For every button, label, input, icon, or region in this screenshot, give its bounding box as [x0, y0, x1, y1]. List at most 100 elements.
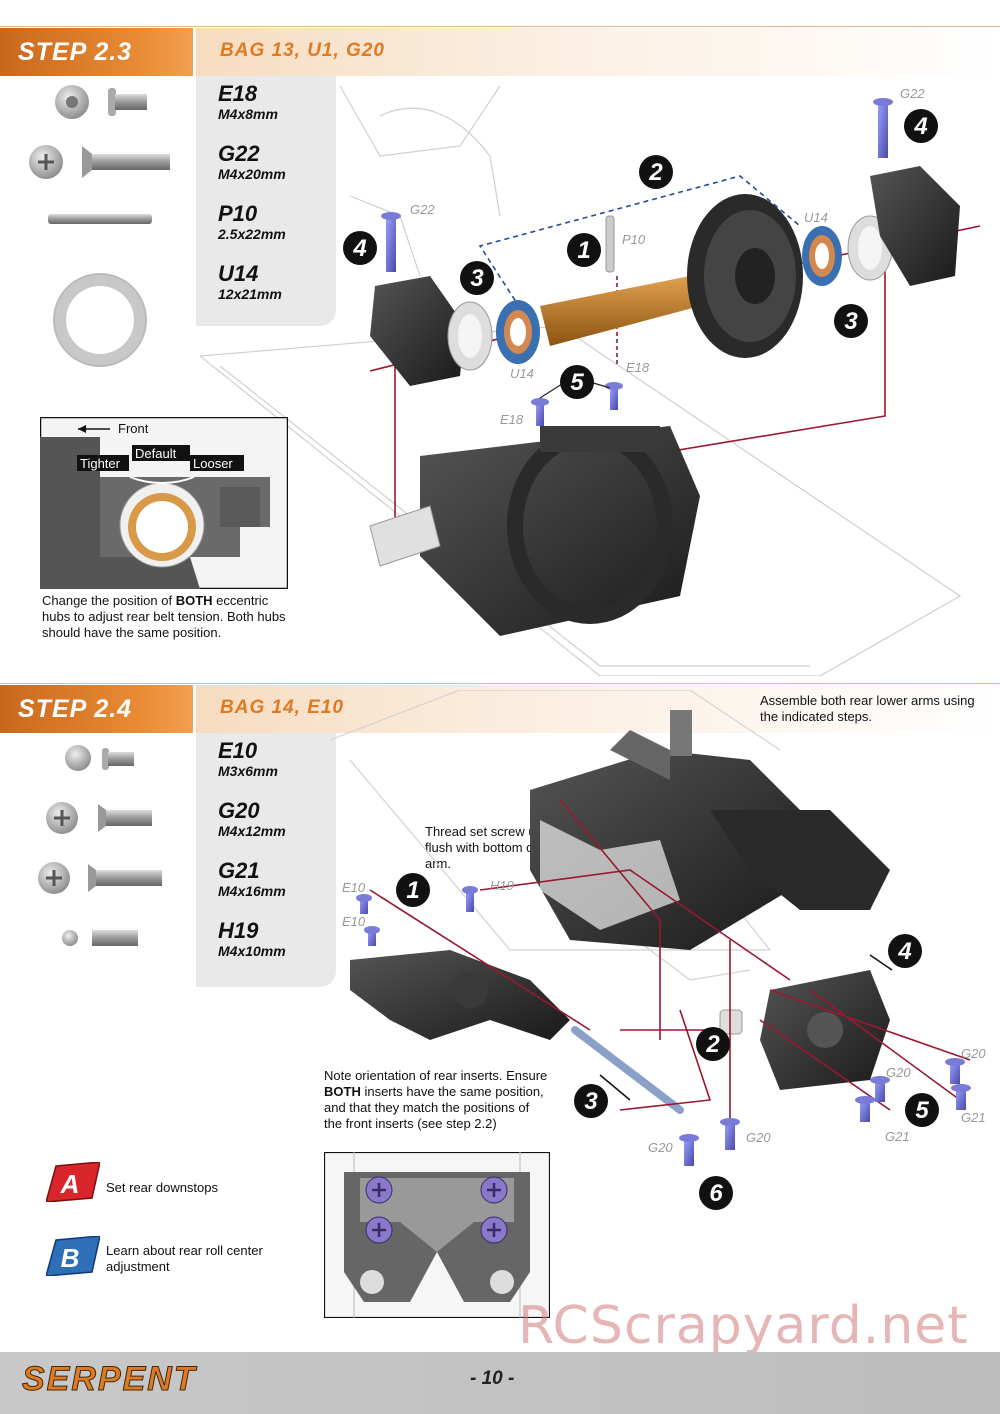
part-callout: E10: [342, 880, 366, 895]
insert: [719, 1009, 743, 1035]
step-number-badge: [574, 1084, 608, 1118]
part-size: M4x12mm: [218, 823, 286, 839]
screw-icon: [356, 894, 372, 914]
screw-icon: [462, 886, 478, 912]
part-callout: U14: [510, 366, 534, 381]
part-callout: G22: [410, 202, 435, 217]
hub-assembly: [369, 426, 700, 636]
part-code: H19: [218, 918, 259, 943]
watermark: RCScrapyard.net: [518, 1296, 969, 1356]
screw-icon: [46, 802, 152, 834]
letter-b-icon: B: [46, 1236, 100, 1276]
screw-icon: [870, 1076, 890, 1102]
screw-icon: [65, 745, 134, 771]
part-callout: G22: [900, 86, 925, 101]
step-number: 6: [709, 1180, 723, 1207]
part-item: P10 2.5x22mm: [218, 201, 336, 243]
screw-icon: [951, 1084, 971, 1110]
parts-list: E10 M3x6mm G20 M4x12mm G21 M4x16mm H19 M…: [196, 733, 336, 987]
legend-text: Learn about rear roll center adjustment: [106, 1243, 263, 1274]
inset-tighter-label: Tighter: [80, 456, 121, 471]
step-number-badge: [639, 155, 673, 189]
screw-icon: [605, 382, 623, 410]
brand-logo: SERPENT: [22, 1360, 197, 1399]
part-code: G20: [218, 798, 260, 823]
divider: [0, 683, 1000, 684]
step-number: 3: [470, 265, 484, 292]
part-callout: G21: [885, 1129, 910, 1144]
screw-icon: [364, 926, 380, 946]
step-header: STEP 2.4 BAG 14, E10: [0, 683, 1000, 733]
parts-icons: [38, 745, 162, 946]
part-item: E10 M3x6mm: [218, 738, 336, 780]
part-code: G22: [218, 141, 260, 166]
legend-item-roll-center: B Learn about rear roll center adjustmen…: [46, 1236, 286, 1280]
part-callout: G20: [746, 1130, 771, 1145]
step-title: STEP 2.4: [0, 685, 193, 733]
step-number-badge: [696, 1027, 730, 1061]
step-number-badge: [460, 261, 494, 295]
arrow-icon: [599, 1074, 631, 1101]
step-number: 1: [577, 237, 590, 264]
screw-icon: [55, 85, 147, 119]
arm-mount: [760, 970, 890, 1090]
step-number: 4: [897, 938, 911, 965]
svg-text:A: A: [60, 1169, 80, 1199]
step-number: 4: [352, 235, 366, 262]
insert-inset: [324, 1152, 550, 1318]
part-code: P10: [218, 201, 258, 226]
part-item: G21 M4x16mm: [218, 858, 336, 900]
part-code: U14: [218, 261, 259, 286]
step-number-badge: [396, 873, 430, 907]
pin: [605, 215, 615, 273]
step-number: 2: [648, 159, 663, 186]
svg-text:B: B: [61, 1243, 80, 1273]
part-code: E10: [218, 738, 258, 763]
eccentric-hub-right: [802, 166, 960, 286]
part-item: H19 M4x10mm: [218, 918, 336, 960]
part-size: 2.5x22mm: [218, 226, 286, 242]
screw-icon: [855, 1096, 875, 1122]
hinge-pin: [571, 1026, 684, 1114]
part-item: G22 M4x20mm: [218, 141, 336, 183]
bag-title: BAG 13, U1, G20: [196, 28, 1000, 76]
group-bracket: [478, 175, 801, 309]
part-callout: P10: [622, 232, 646, 247]
insert-orientation-note: Note orientation of rear inserts. Ensure…: [324, 1068, 548, 1131]
thread-note: Thread set screw until flush with bottom…: [425, 824, 553, 871]
step-number-badge: [560, 365, 594, 399]
part-size: 12x21mm: [218, 286, 282, 302]
assembly-drawing: 1 2 3 3 4 4 5 G22 G22 P10 U14 U14 E18 E1…: [200, 85, 981, 676]
part-item: E18 M4x8mm: [218, 82, 336, 123]
parts-icons: [29, 85, 170, 367]
step-header: STEP 2.3 BAG 13, U1, G20: [0, 26, 1000, 76]
step-number: 5: [915, 1097, 929, 1124]
legend-text: Set rear downstops: [106, 1180, 219, 1195]
part-callout: G21: [961, 1110, 986, 1125]
eccentric-hub-left: [370, 276, 540, 386]
bearing-icon: [53, 273, 147, 367]
legend-item-downstops: A Set rear downstops: [46, 1162, 286, 1206]
part-size: M4x8mm: [218, 106, 278, 122]
step-title: STEP 2.3: [0, 28, 193, 76]
step-number: 4: [913, 113, 927, 140]
part-size: M3x6mm: [218, 763, 278, 779]
screw-icon: [381, 212, 401, 272]
screw-icon: [679, 1134, 699, 1166]
screw-icon: [720, 1118, 740, 1150]
step-number: 3: [844, 308, 858, 335]
part-code: G21: [218, 858, 260, 883]
pin-icon: [48, 214, 152, 224]
inset-default-label: Default: [135, 446, 177, 461]
part-callout: G20: [886, 1065, 911, 1080]
divider: [0, 26, 1000, 27]
step-number: 1: [406, 877, 419, 904]
arrow-icon: [869, 954, 893, 971]
part-callout: E10: [342, 914, 366, 929]
screw-icon: [873, 98, 893, 158]
page-footer: SERPENT - 10 -: [0, 1352, 1000, 1414]
assemble-note: Assemble both rear lower arms using the …: [760, 693, 975, 724]
screw-icon: [38, 862, 162, 894]
part-item: G20 M4x12mm: [218, 798, 336, 840]
part-callout: E18: [500, 412, 524, 427]
